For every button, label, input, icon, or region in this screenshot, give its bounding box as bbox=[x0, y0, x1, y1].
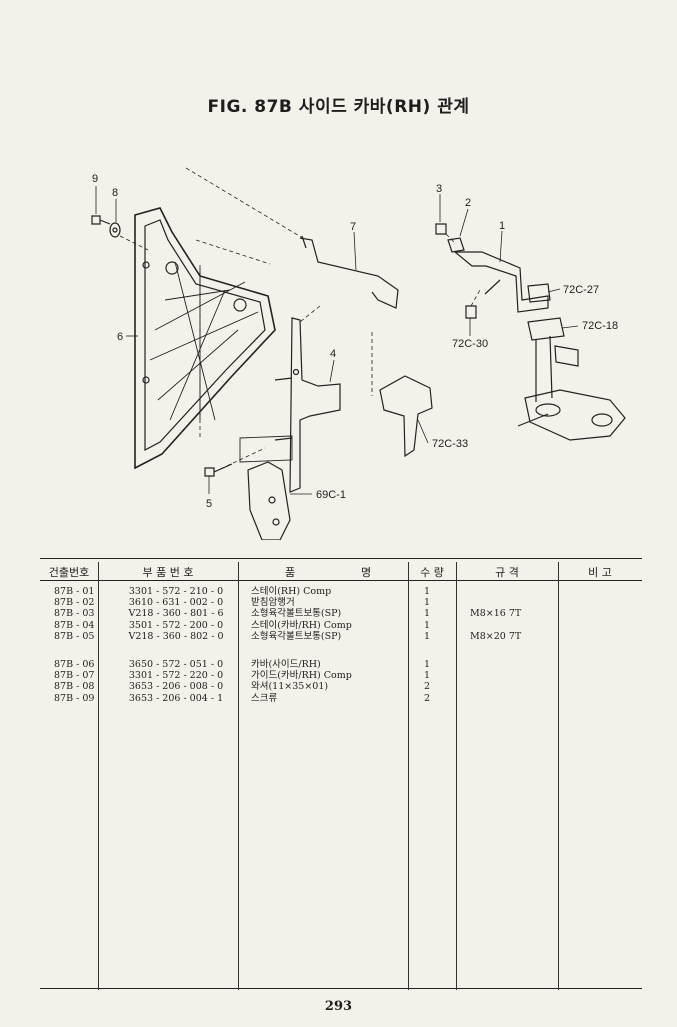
part-name-cell: 소형육각볼트보통(SP) bbox=[251, 630, 342, 642]
callout-5: 5 bbox=[206, 498, 212, 510]
table-bottom-rule bbox=[40, 988, 642, 989]
qty-cell: 1 bbox=[423, 586, 431, 597]
key-no-cell: 87B - 07 bbox=[54, 670, 95, 682]
table-row: 87B - 05 V218 - 360 - 802 - 0 소형육각볼트보통(S… bbox=[40, 631, 642, 642]
key-no-cell: 87B - 09 bbox=[54, 692, 95, 704]
callout-72c27: 72C-27 bbox=[563, 284, 599, 296]
column-divider bbox=[456, 562, 457, 990]
figure-title: FIG. 87B 사이드 카바(RH) 관계 bbox=[207, 97, 470, 117]
stay-rod-part bbox=[299, 235, 399, 309]
part-no-cell: 3610 - 631 - 002 - 0 bbox=[128, 597, 224, 609]
callout-7: 7 bbox=[350, 221, 356, 233]
parts-table: 건출번호 부 품 번 호 품 명 수 량 규 격 비 고 87B - 01 33… bbox=[40, 558, 642, 990]
header-qty: 수 량 bbox=[420, 566, 444, 579]
part-no-cell: 3653 - 206 - 004 - 1 bbox=[128, 692, 224, 704]
key-no-cell: 87B - 01 bbox=[54, 586, 95, 597]
part-name-cell: 스크류 bbox=[251, 692, 278, 704]
part-no-cell: V218 - 360 - 802 - 0 bbox=[128, 630, 224, 642]
table-row: 87B - 01 3301 - 572 - 210 - 0 스테이(RH) Co… bbox=[40, 586, 642, 597]
part-name-cell: 받침암행거 bbox=[251, 597, 295, 609]
callout-69c1: 69C-1 bbox=[316, 489, 346, 501]
part-no-cell: 3650 - 572 - 051 - 0 bbox=[128, 658, 224, 670]
screw-part bbox=[91, 215, 111, 225]
table-row: 87B - 02 3610 - 631 - 002 - 0 받침암행거 1 bbox=[40, 597, 642, 608]
qty-cell: 1 bbox=[423, 670, 431, 682]
key-no-cell: 87B - 03 bbox=[54, 608, 95, 620]
part-name-cell: 소형육각볼트보통(SP) bbox=[251, 608, 342, 620]
washer-part bbox=[109, 222, 121, 238]
header-key-no: 건출번호 bbox=[48, 566, 90, 579]
callout-3: 3 bbox=[436, 183, 442, 195]
callout-6: 6 bbox=[117, 331, 123, 343]
table-rows: 87B - 01 3301 - 572 - 210 - 0 스테이(RH) Co… bbox=[40, 586, 642, 704]
qty-cell: 2 bbox=[423, 692, 431, 704]
callout-2: 2 bbox=[465, 197, 471, 209]
leader-lines bbox=[95, 186, 579, 495]
table-top-rule bbox=[40, 558, 642, 559]
callout-72c33: 72C-33 bbox=[432, 438, 468, 450]
stay-rh-part bbox=[453, 251, 549, 313]
callout-8: 8 bbox=[112, 187, 118, 199]
qty-cell: 1 bbox=[423, 608, 431, 620]
callout-4: 4 bbox=[330, 348, 336, 360]
part-name-cell: 와셔(11×35×01) bbox=[251, 681, 329, 693]
header-spec: 규 격 bbox=[495, 566, 519, 579]
key-no-cell: 87B - 08 bbox=[54, 681, 95, 693]
qty-cell: 1 bbox=[423, 630, 431, 642]
frame-assembly-part bbox=[517, 283, 626, 441]
table-header-rule bbox=[40, 580, 642, 581]
key-no-cell: 87B - 05 bbox=[54, 630, 95, 642]
qty-cell: 1 bbox=[423, 597, 431, 609]
cover-stay-part bbox=[274, 317, 341, 493]
spec-cell: M8×20 7T bbox=[470, 630, 522, 642]
callout-72c18: 72C-18 bbox=[582, 320, 618, 332]
part-name-cell: 카바(사이드/RH) bbox=[251, 658, 321, 670]
header-name-2: 명 bbox=[360, 566, 372, 579]
column-divider bbox=[238, 562, 239, 990]
header-remarks: 비 고 bbox=[588, 566, 612, 579]
cover-guide-part bbox=[239, 435, 293, 540]
callout-1: 1 bbox=[499, 220, 505, 232]
qty-cell: 2 bbox=[423, 681, 431, 693]
key-no-cell: 87B - 06 bbox=[54, 658, 95, 670]
table-row: 87B - 04 3501 - 572 - 200 - 0 스테이(카바/RH)… bbox=[40, 620, 642, 631]
bracket-72c33-part bbox=[379, 375, 433, 458]
spec-cell: M8×16 7T bbox=[470, 608, 522, 620]
page-number: 293 bbox=[324, 999, 353, 1014]
exploded-parts-diagram: 9 8 6 5 7 4 3 2 1 72C-27 72C-18 72C-30 7… bbox=[91, 167, 626, 540]
row-spacer bbox=[40, 642, 642, 659]
column-divider bbox=[408, 562, 409, 990]
callout-72c30: 72C-30 bbox=[452, 338, 488, 350]
part-no-cell: 3653 - 206 - 008 - 0 bbox=[128, 681, 224, 693]
callout-9: 9 bbox=[92, 173, 98, 185]
table-row: 87B - 09 3653 - 206 - 004 - 1 스크류 2 bbox=[40, 693, 642, 704]
column-divider bbox=[98, 562, 99, 990]
nut-72c30-part bbox=[465, 305, 477, 319]
key-no-cell: 87B - 04 bbox=[54, 619, 95, 631]
part-no-cell: 3501 - 572 - 200 - 0 bbox=[128, 619, 224, 631]
column-divider bbox=[558, 562, 559, 990]
table-row: 87B - 03 V218 - 360 - 801 - 6 소형육각볼트보통(S… bbox=[40, 608, 642, 619]
header-name-1: 품 bbox=[284, 566, 296, 579]
key-no-cell: 87B - 02 bbox=[54, 597, 95, 609]
header-part-no: 부 품 번 호 bbox=[142, 566, 194, 579]
table-row: 87B - 08 3653 - 206 - 008 - 0 와셔(11×35×0… bbox=[40, 681, 642, 692]
part-name-cell: 가이드(카바/RH) Comp bbox=[251, 670, 352, 682]
qty-cell: 1 bbox=[423, 619, 431, 631]
part-name-cell: 스테이(RH) Comp bbox=[251, 586, 332, 597]
qty-cell: 1 bbox=[423, 658, 431, 670]
side-cover-part bbox=[134, 207, 276, 470]
table-row: 87B - 06 3650 - 572 - 051 - 0 카바(사이드/RH)… bbox=[40, 659, 642, 670]
part-no-cell: 3301 - 572 - 210 - 0 bbox=[128, 586, 224, 597]
bracket-hanger-part bbox=[447, 237, 465, 253]
part-no-cell: V218 - 360 - 801 - 6 bbox=[128, 608, 224, 620]
hex-bolt-part bbox=[435, 223, 447, 235]
part-name-cell: 스테이(카바/RH) Comp bbox=[251, 619, 352, 631]
part-no-cell: 3301 - 572 - 220 - 0 bbox=[128, 670, 224, 682]
table-row: 87B - 07 3301 - 572 - 220 - 0 가이드(카바/RH)… bbox=[40, 670, 642, 681]
assembly-lines bbox=[119, 167, 481, 473]
